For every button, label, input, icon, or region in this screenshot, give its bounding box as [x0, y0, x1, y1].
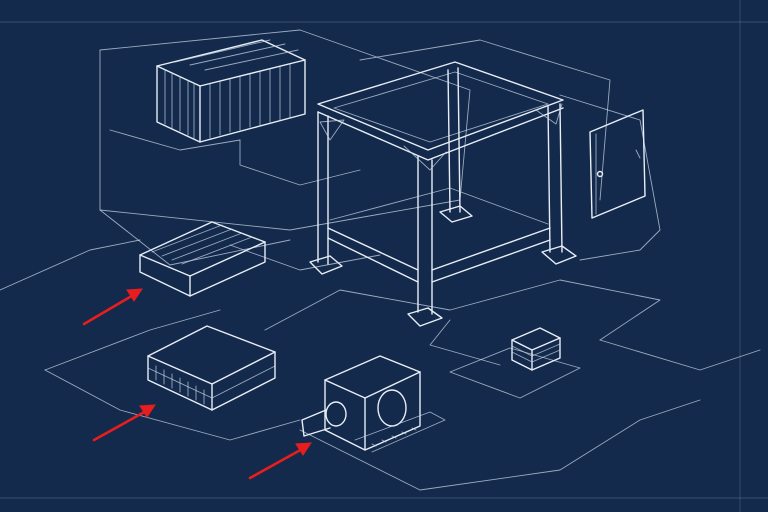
ground-platforms — [0, 29, 761, 491]
steel-frame-structure-icon — [309, 61, 577, 327]
cabinet-door-icon — [589, 109, 646, 219]
red-arrow-icon — [82, 288, 312, 480]
shipping-container-icon — [156, 39, 306, 143]
motor-housing-icon — [301, 355, 446, 453]
stacked-plates-icon — [449, 327, 581, 399]
flat-panel-box-icon — [147, 325, 276, 411]
slatted-box-icon — [139, 221, 266, 297]
